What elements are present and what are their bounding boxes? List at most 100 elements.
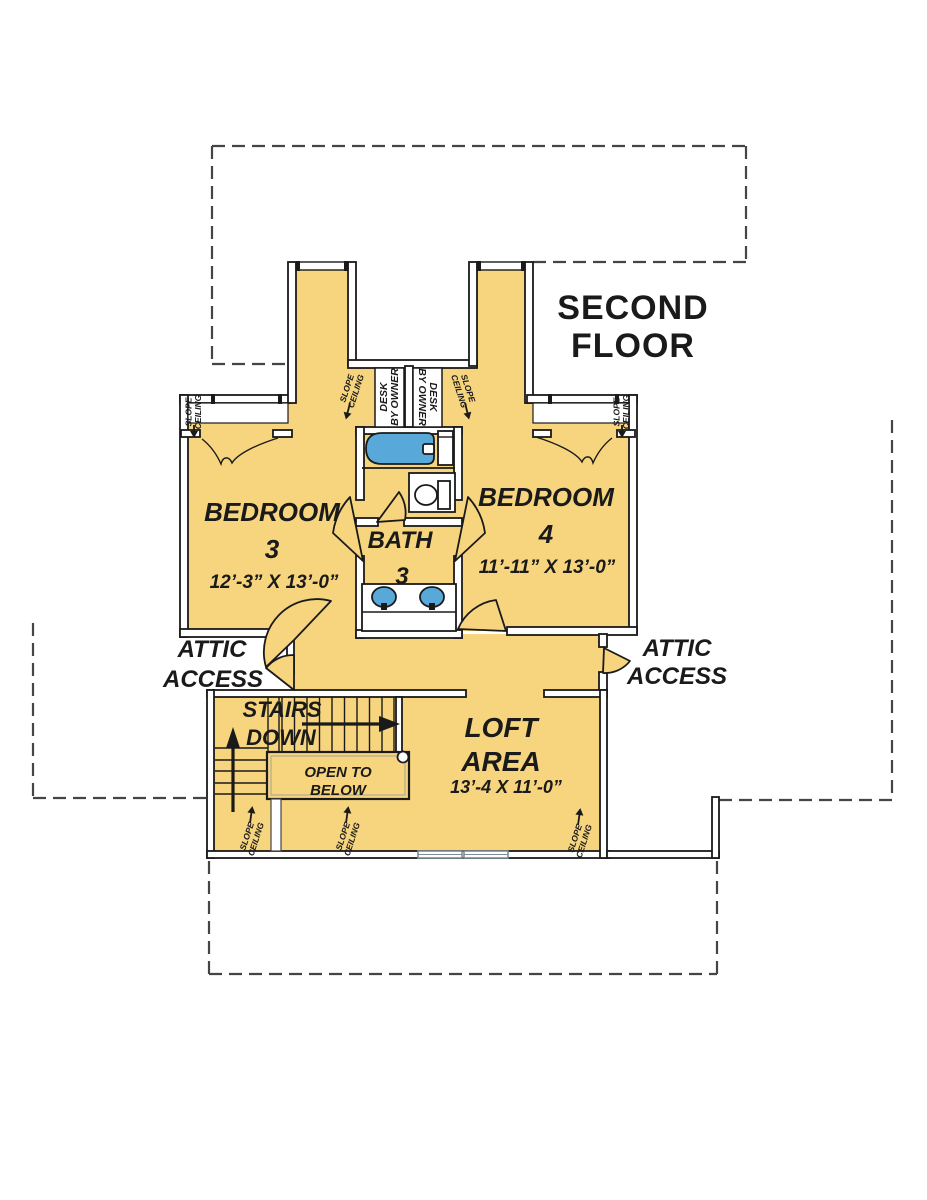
wall-stub-b4-right [616, 429, 636, 438]
slope-strip-bedroom3 [187, 402, 289, 424]
tub-faucet [422, 443, 435, 455]
loft-dims: 13’-4 X 11’-0” [450, 777, 562, 797]
bathtub [365, 432, 435, 465]
attic-access-left-door [265, 654, 295, 691]
wall-loft-top-right [543, 689, 608, 698]
bedroom3-ceiling-break [201, 437, 279, 467]
desk-alcoves: DESK BY OWNER DESK BY OWNER [374, 367, 443, 428]
loft-label-1: LOFT [464, 712, 540, 743]
svg-text:SLOPE: SLOPE [184, 397, 194, 426]
wall-bath-mid-left [355, 517, 379, 527]
attic-access-right-door [602, 647, 631, 674]
walls [179, 261, 720, 859]
bath-door [376, 491, 407, 523]
svg-text:SLOPE: SLOPE [612, 397, 622, 426]
bedroom3-label-1: BEDROOM [204, 497, 341, 527]
corridor-floor [293, 634, 604, 693]
roof-outline-bottom [207, 861, 719, 976]
wall-porch-bottom [606, 850, 720, 859]
slope-label-bedroom4: SLOPE CEILING [612, 394, 632, 429]
roof-outline-dashed [31, 144, 894, 976]
loft-label-2: AREA [460, 746, 540, 777]
plan-title-line2: FLOOR [571, 327, 695, 365]
slope-ceiling-strips [187, 402, 630, 424]
bedroom3-window [211, 394, 282, 404]
wall-left-dormer-left [287, 261, 297, 404]
svg-text:DESK: DESK [378, 381, 390, 412]
open-to-below-label-1: OPEN TO [304, 764, 372, 781]
sink-left-faucet [381, 603, 387, 610]
toilet-bowl [414, 484, 438, 506]
toilet [408, 472, 456, 513]
wall-right-dormer-left [468, 261, 478, 367]
stairs-label-2: DOWN [246, 725, 317, 750]
stairs-label-1: STAIRS [242, 697, 321, 722]
bedroom4-ceiling-break [535, 436, 613, 466]
stair-newel [396, 750, 410, 764]
right-dormer-window [476, 261, 526, 271]
left-dormer-floor [291, 266, 352, 430]
wall-stairs-right [395, 696, 403, 756]
toilet-tank [437, 480, 451, 510]
slope-ceiling-labels: SLOPE CEILING SLOPE CEILING SLOPE CEILIN… [184, 373, 632, 859]
open-to-below-label-2: BELOW [310, 782, 368, 799]
wall-bath-mid-right [403, 517, 463, 527]
wall-stub-b4-left [532, 429, 552, 438]
bath3-label-1: BATH [368, 527, 434, 554]
slope-arrow-loft-right [575, 808, 584, 826]
ceiling-break-marks [201, 436, 613, 467]
attic-access-right-2: ACCESS [626, 663, 727, 690]
bedroom4-window [548, 394, 619, 404]
bedroom3-dims: 12’-3” X 13’-0” [210, 572, 339, 593]
roof-outline-left [31, 623, 208, 800]
svg-text:BY OWNER: BY OWNER [389, 368, 401, 426]
wall-loft-right [599, 689, 608, 859]
bedroom4-label-2: 4 [538, 519, 554, 549]
bedroom4-label-1: BEDROOM [478, 482, 615, 512]
svg-text:CEILING: CEILING [193, 394, 203, 429]
bedroom4-dims: 11’-11” X 13’-0” [479, 557, 616, 578]
wall-bath-left-upper [355, 426, 365, 501]
attic-access-right-1: ATTIC [642, 635, 713, 662]
bedroom4-hall-door [454, 496, 486, 562]
wall-corridor-right-stub-upper [598, 633, 608, 648]
slope-arrow-loft-left [247, 806, 256, 824]
slope-arrow-loft-mid [343, 806, 352, 824]
attic-access-left-1: ATTIC [177, 636, 248, 663]
desk-right-label: DESK BY OWNER [416, 368, 439, 426]
sink-right-faucet [429, 603, 435, 610]
wall-bedroom4-bottom [506, 626, 638, 636]
slope-label-bedroom3: SLOPE CEILING [184, 394, 204, 429]
wall-left-dormer-right [347, 261, 357, 367]
stairs-down-arrow [302, 716, 400, 732]
wall-desk-divider [404, 365, 414, 428]
bedroom4-entry-door [457, 599, 507, 632]
stair-treads-lower [215, 697, 269, 799]
bedroom3-hall-door [332, 496, 364, 562]
wall-porch-right [711, 796, 720, 859]
bath3-label-2: 3 [395, 563, 409, 590]
open-to-below: OPEN TO BELOW [265, 750, 411, 801]
wall-right-dormer-right [524, 261, 534, 404]
slope-strip-bedroom4 [532, 402, 630, 424]
stairs: OPEN TO BELOW STAIRS DOWN [215, 697, 411, 852]
wall-loft-left [206, 689, 215, 859]
stairs-up-arrow [226, 727, 240, 812]
roof-outline-right [718, 420, 894, 802]
slope-arrow-bedroom3 [190, 425, 198, 438]
svg-text:BY OWNER: BY OWNER [416, 368, 428, 426]
linen-shelf [437, 430, 454, 466]
windows [211, 261, 619, 859]
roof-outline-top [210, 144, 748, 366]
bedroom3-label-2: 3 [265, 534, 280, 564]
svg-text:DESK: DESK [427, 382, 439, 413]
bedroom3-floor [183, 398, 361, 634]
left-dormer-window [295, 261, 349, 271]
bath-fixtures [361, 430, 457, 632]
desk-right [412, 367, 443, 428]
attic-access-left-2: ACCESS [162, 666, 263, 693]
wall-bath-right-upper [453, 426, 463, 501]
slope-arrow-bedroom4 [618, 425, 626, 438]
